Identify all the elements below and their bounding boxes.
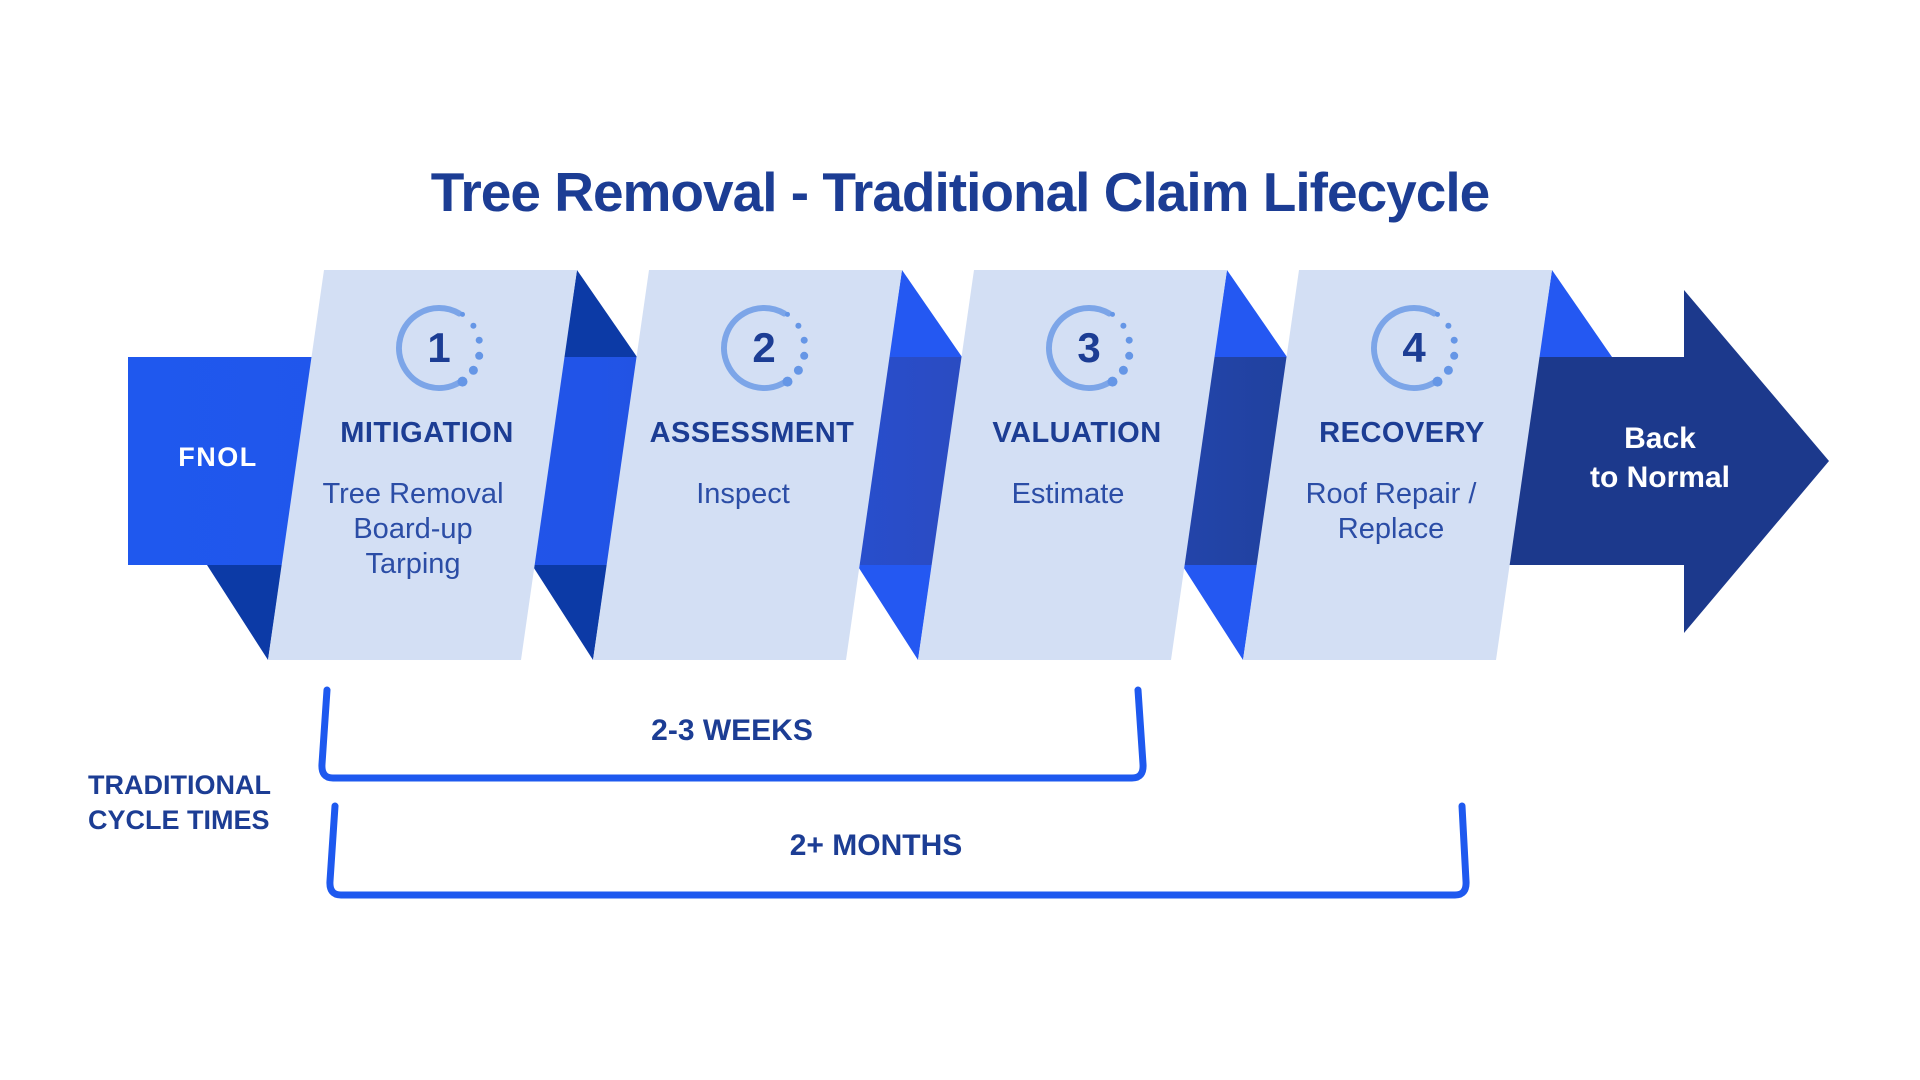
bracket-label-months: 2+ MONTHS <box>789 829 963 862</box>
fnol-label: FNOL <box>178 442 258 472</box>
panel-body-line: Tarping <box>365 548 461 580</box>
panel-heading-valuation: VALUATION <box>992 417 1162 449</box>
panel-body-line: Tree Removal <box>322 478 504 510</box>
step-ring-2 <box>721 305 809 391</box>
panel-shape-mitigation <box>268 270 577 660</box>
fold-bright-panel4-topright <box>1539 270 1612 357</box>
panel-shape-recovery <box>1243 270 1552 660</box>
step-number-3: 3 <box>1077 324 1101 371</box>
panel-body-line: Estimate <box>1011 478 1125 510</box>
bracket-2-plus-months <box>326 802 1470 899</box>
page-title: Tree Removal - Traditional Claim Lifecyc… <box>430 161 1490 223</box>
step-number-2: 2 <box>752 324 776 371</box>
panel-body-recovery: Roof Repair / Replace <box>1261 477 1521 547</box>
panel-body-line: Inspect <box>696 478 790 510</box>
traditional-cycle-times-label: TRADITIONAL CYCLE TIMES <box>88 768 271 838</box>
panel-body-line: Board-up <box>353 513 473 545</box>
panel-shape-valuation <box>918 270 1227 660</box>
panel-shape-assessment <box>593 270 902 660</box>
fold-dark-panel1-topright <box>564 270 637 357</box>
panel-body-mitigation: Tree Removal Board-up Tarping <box>283 477 543 582</box>
fold-bright-panel3-bottomleft <box>857 565 932 660</box>
fold-dark-panel2-bottomleft <box>532 565 607 660</box>
step-ring-4 <box>1371 305 1459 391</box>
fold-bright-panel2-topright <box>889 270 962 357</box>
panel-body-line: Roof Repair / <box>1305 478 1477 510</box>
panel-body-valuation: Estimate <box>938 477 1198 512</box>
panel-heading-assessment: ASSESSMENT <box>649 417 855 449</box>
panel-heading-mitigation: MITIGATION <box>340 417 514 449</box>
back-to-normal-line: to Normal <box>1589 461 1730 494</box>
fold-bright-panel3-topright <box>1214 270 1287 357</box>
bracket-label-weeks: 2-3 WEEKS <box>651 714 813 747</box>
cycle-label-line: TRADITIONAL <box>88 770 271 800</box>
cycle-label-line: CYCLE TIMES <box>88 805 270 835</box>
panel-body-line: Replace <box>1337 513 1445 545</box>
step-ring-1 <box>396 305 484 391</box>
step-number-1: 1 <box>427 324 451 371</box>
panel-heading-recovery: RECOVERY <box>1319 417 1485 449</box>
bracket-2-3-weeks <box>318 686 1147 782</box>
arrowhead <box>1684 290 1829 633</box>
step-ring-3 <box>1046 305 1134 391</box>
back-to-normal-line: Back <box>1624 422 1696 455</box>
back-to-normal-label: Back to Normal <box>1528 419 1792 497</box>
fold-bright-panel4-bottomleft <box>1182 565 1257 660</box>
fold-dark-fnol-bottom <box>207 565 282 660</box>
step-number-4: 4 <box>1402 324 1426 371</box>
panel-body-assessment: Inspect <box>613 477 873 512</box>
